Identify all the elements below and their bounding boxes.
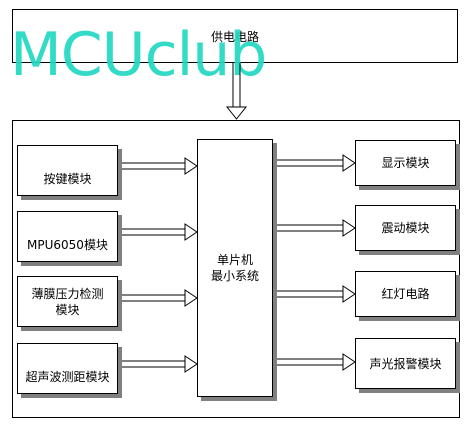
- output-module-alarm: 声光报警模块: [355, 338, 456, 389]
- power-supply-label: 供电电路: [210, 30, 259, 44]
- input-module-label: 按键模块: [43, 155, 91, 187]
- mcu-label-line1: 单片机: [216, 253, 253, 267]
- output-arrow-1: [277, 219, 356, 237]
- output-arrow-0: [277, 154, 356, 172]
- power-supply-block: 供电电路: [12, 9, 458, 63]
- input-module-pressure: 薄膜压力检测 模块: [17, 276, 118, 327]
- input-arrow-2: [122, 289, 198, 307]
- mcuclub-watermark: MCUclub: [10, 20, 267, 90]
- input-arrow-0: [122, 157, 198, 175]
- input-module-label: MPU6050模块: [27, 221, 108, 253]
- input-module-label: 超声波测距模块: [25, 353, 109, 385]
- input-label-line1: 超声波测距模块: [25, 369, 110, 384]
- input-label-line2: 模块: [55, 302, 80, 317]
- output-module-red-light: 红灯电路: [355, 271, 456, 317]
- input-module-ultrasonic: 超声波测距模块: [17, 343, 118, 394]
- output-arrow-2: [277, 285, 356, 303]
- input-arrow-3: [122, 355, 198, 373]
- input-label-line1: 薄膜压力检测: [31, 286, 104, 301]
- output-module-label: 震动模块: [381, 221, 430, 235]
- output-module-vibration: 震动模块: [355, 205, 456, 251]
- output-module-label: 显示模块: [381, 156, 430, 170]
- input-module-label: 薄膜压力检测 模块: [31, 286, 103, 318]
- output-module-display: 显示模块: [355, 140, 456, 186]
- input-label-line1: 按键模块: [43, 171, 92, 186]
- output-arrow-3: [277, 353, 356, 371]
- output-module-label: 红灯电路: [381, 287, 430, 301]
- mcu-label: 单片机 最小系统: [211, 252, 259, 284]
- power-arrow: [225, 63, 248, 120]
- input-module-mpu6050: MPU6050模块: [17, 211, 118, 262]
- system-frame: [12, 120, 460, 418]
- input-label-line1: MPU6050模块: [27, 237, 108, 252]
- input-arrow-1: [122, 223, 198, 241]
- output-module-label: 声光报警模块: [369, 356, 442, 371]
- mcu-label-line2: 最小系统: [210, 269, 259, 283]
- input-module-keys: 按键模块: [17, 145, 118, 196]
- mcu-minimum-system: 单片机 最小系统: [197, 139, 273, 397]
